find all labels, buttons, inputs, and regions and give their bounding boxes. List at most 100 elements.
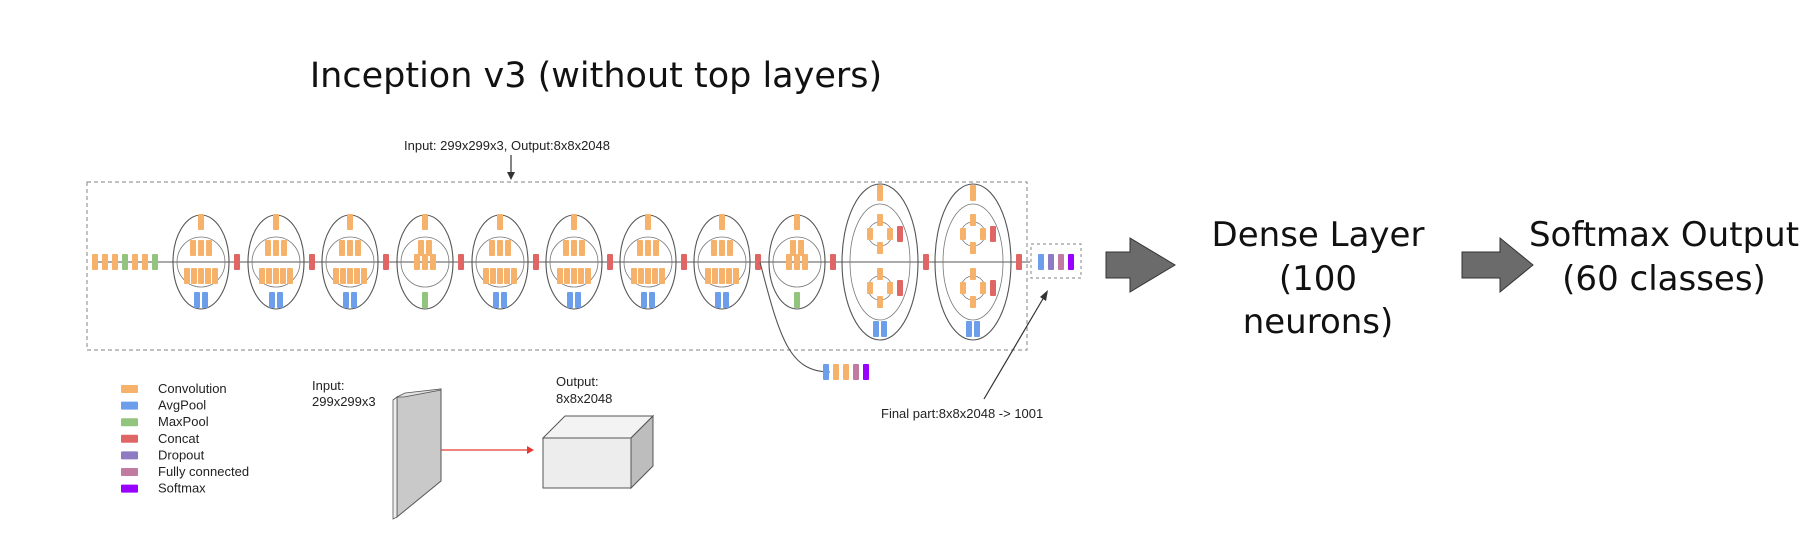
inception-module xyxy=(693,214,751,310)
grid-concat xyxy=(897,280,903,296)
branch-block xyxy=(426,240,432,256)
input-output-note: Input: 299x299x3, Output:8x8x2048 xyxy=(404,138,610,153)
branch-block xyxy=(794,254,800,270)
grid-pool xyxy=(974,321,980,337)
module-inner-path xyxy=(623,236,673,288)
legend-swatch xyxy=(121,385,138,393)
input-label-line1: Input: xyxy=(312,378,345,393)
grid-block xyxy=(867,282,873,294)
grid-block xyxy=(960,282,966,294)
branch-block xyxy=(280,268,286,284)
legend-label: Convolution xyxy=(158,381,227,396)
grid-block xyxy=(970,214,976,226)
branch-block xyxy=(719,214,725,230)
branch-block xyxy=(579,240,585,256)
branch-block xyxy=(712,268,718,284)
branch-block xyxy=(571,240,577,256)
final-part-blocks xyxy=(1038,254,1074,270)
grid-block xyxy=(970,242,976,254)
grid-block xyxy=(867,228,873,240)
grid-module xyxy=(934,183,1012,341)
branch-block xyxy=(585,268,591,284)
branch-block xyxy=(347,240,353,256)
input-slab-top xyxy=(396,388,442,398)
input-label-line2: 299x299x3 xyxy=(312,394,376,409)
inception-module xyxy=(619,214,677,310)
branch-block xyxy=(422,254,428,270)
network-body xyxy=(92,183,1030,373)
aux-block xyxy=(833,364,839,380)
pool-block xyxy=(493,292,499,308)
pool-block xyxy=(269,292,275,308)
stem-block xyxy=(142,254,148,270)
legend-swatch xyxy=(121,468,138,476)
grid-pool xyxy=(966,321,972,337)
branch-block xyxy=(571,214,577,230)
concat-block xyxy=(458,254,464,270)
branch-block xyxy=(563,240,569,256)
branch-block xyxy=(347,268,353,284)
output-label-line2: 8x8x2048 xyxy=(556,391,612,406)
branch-block xyxy=(273,240,279,256)
inception-module xyxy=(247,214,305,310)
branch-block xyxy=(281,240,287,256)
grid-block xyxy=(887,282,893,294)
pool-block xyxy=(351,292,357,308)
branch-block xyxy=(727,240,733,256)
branch-block xyxy=(198,240,204,256)
pool-block xyxy=(575,292,581,308)
concat-block xyxy=(383,254,389,270)
network-boundary xyxy=(86,181,1028,351)
grid-block xyxy=(980,282,986,294)
pool-block xyxy=(343,292,349,308)
legend-swatch xyxy=(121,401,138,410)
branch-block xyxy=(794,214,800,230)
pool-block xyxy=(277,292,283,308)
branch-block xyxy=(355,240,361,256)
module-inner-path xyxy=(400,236,450,288)
arrow-to-dense xyxy=(1105,237,1176,293)
branch-block xyxy=(198,214,204,230)
inception-module xyxy=(321,214,379,310)
legend-label: Softmax xyxy=(158,481,206,496)
branch-block xyxy=(273,214,279,230)
legend-label: Dropout xyxy=(158,447,205,462)
grid-pool xyxy=(881,321,887,337)
module-inner-path xyxy=(549,236,599,288)
grid-block xyxy=(877,268,883,280)
branch-block xyxy=(414,254,420,270)
grid-block xyxy=(877,296,883,308)
pool-block xyxy=(641,292,647,308)
aux-branch-blocks xyxy=(823,364,869,380)
inception-module xyxy=(471,214,529,310)
branch-block xyxy=(638,268,644,284)
branch-block xyxy=(578,268,584,284)
stem-block xyxy=(122,254,128,270)
concat-block xyxy=(681,254,687,270)
branch-block xyxy=(347,214,353,230)
legend-label: MaxPool xyxy=(158,414,209,429)
concat-block xyxy=(309,254,315,270)
branch-block xyxy=(637,240,643,256)
branch-block xyxy=(191,268,197,284)
module-inner-path xyxy=(251,236,301,288)
inception-module xyxy=(172,214,230,310)
final-block xyxy=(1068,254,1074,270)
grid-block xyxy=(887,228,893,240)
inception-module xyxy=(768,214,826,310)
softmax-output-line1: Softmax Output xyxy=(1529,215,1799,255)
grid-inner-path xyxy=(942,203,1004,321)
branch-block xyxy=(212,268,218,284)
branch-block xyxy=(340,268,346,284)
dense-layer-line2: (100 xyxy=(1279,259,1357,299)
grid-inner-path xyxy=(849,203,911,321)
legend-swatch xyxy=(121,451,138,460)
module-inner-path xyxy=(475,236,525,288)
final-block xyxy=(1038,254,1044,270)
concat-block xyxy=(923,254,929,270)
branch-block xyxy=(504,268,510,284)
stem-block xyxy=(152,254,158,270)
input-slab-side xyxy=(392,396,398,520)
